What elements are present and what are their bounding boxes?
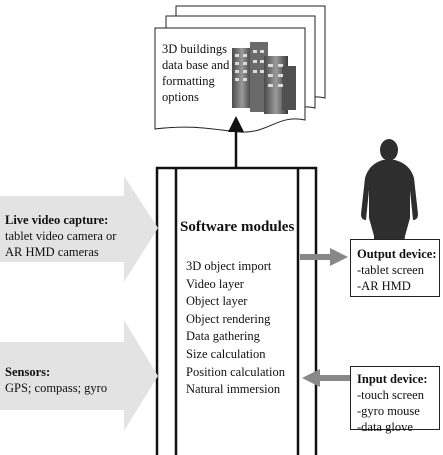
software-modules-frame [155,166,318,455]
sensors-title: Sensors: [5,365,51,379]
module-item: Position calculation [186,364,285,379]
module-item: Natural immersion [186,382,281,397]
software-modules-title: Software modules [180,219,295,235]
live-video-arrow [0,176,158,282]
sensors-label: Sensors: GPS; compass; gyro [5,364,107,396]
module-item: 3D object import [186,259,272,273]
database-line: formatting [162,74,215,88]
output-device-item: -AR HMD [357,279,411,293]
input-device-box: Input device: -touch screen -gyro mouse … [350,366,440,434]
module-item: Data gathering [186,329,260,344]
sensors-line: GPS; compass; gyro [5,381,108,395]
input-device-item: -touch screen [357,388,424,402]
input-connector-arrow [302,369,352,387]
software-modules-list: 3D object import Video layer Object laye… [186,258,285,399]
output-connector-arrow [300,248,348,266]
output-device-item: -tablet screen [357,263,424,277]
input-device-item: -gyro mouse [357,404,420,418]
input-device-item: -data glove [357,420,413,434]
person-silhouette-icon [361,139,418,244]
database-line: 3D buildings [162,42,227,56]
live-video-title: Live video capture: [5,213,109,227]
database-line: data base and [162,58,230,72]
module-item: Size calculation [186,346,266,361]
database-label: 3D buildings data base and formatting op… [162,41,229,105]
city-buildings-icon [232,42,296,114]
module-item: Object rendering [186,311,271,326]
live-video-label: Live video capture: tablet video camera … [5,212,116,260]
module-item: Object layer [186,294,248,309]
output-device-box: Output device: -tablet screen -AR HMD [350,239,440,297]
live-video-line: AR HMD cameras [5,245,99,259]
input-device-title: Input device: [357,372,428,386]
module-item: Video layer [186,276,244,291]
output-device-title: Output device: [357,247,437,261]
live-video-line: tablet video camera or [5,229,117,243]
database-line: options [162,90,199,104]
sensors-arrow [0,320,158,431]
